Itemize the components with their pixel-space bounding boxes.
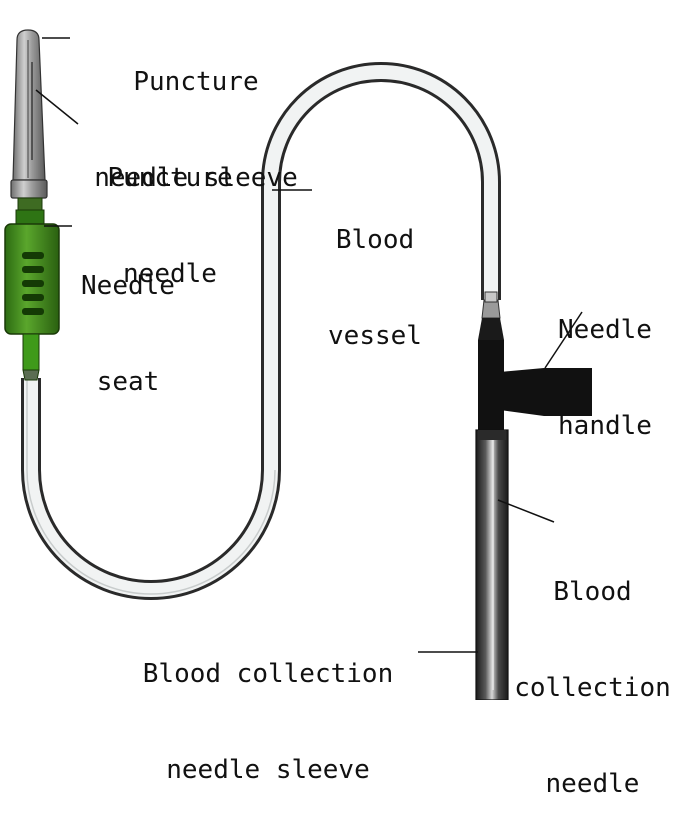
leader-needle-handle (544, 311, 583, 369)
needle-seat (4, 197, 60, 381)
blood-collection-device-diagram (4, 29, 592, 700)
leader-puncture-needle (35, 89, 79, 125)
label-needle-handle: Needle handle (558, 315, 652, 441)
puncture-needle-sleeve (10, 29, 48, 199)
label-blood-collection-needle-sleeve: Blood collection needle sleeve (142, 659, 394, 785)
blood-vessel-tube (21, 62, 501, 600)
label-blood-collection-needle: Blood collection needle (514, 577, 671, 799)
label-puncture-needle: Puncture needle (107, 163, 233, 289)
label-puncture-needle-sleeve: Puncture needle sleeve (94, 67, 298, 193)
needle-handle (478, 291, 592, 432)
leader-blood-collection-needle (497, 499, 555, 523)
blood-collection-needle-sleeve (475, 429, 509, 700)
label-blood-vessel: Blood vessel (328, 225, 422, 351)
label-needle-seat: Needle seat (81, 271, 175, 397)
